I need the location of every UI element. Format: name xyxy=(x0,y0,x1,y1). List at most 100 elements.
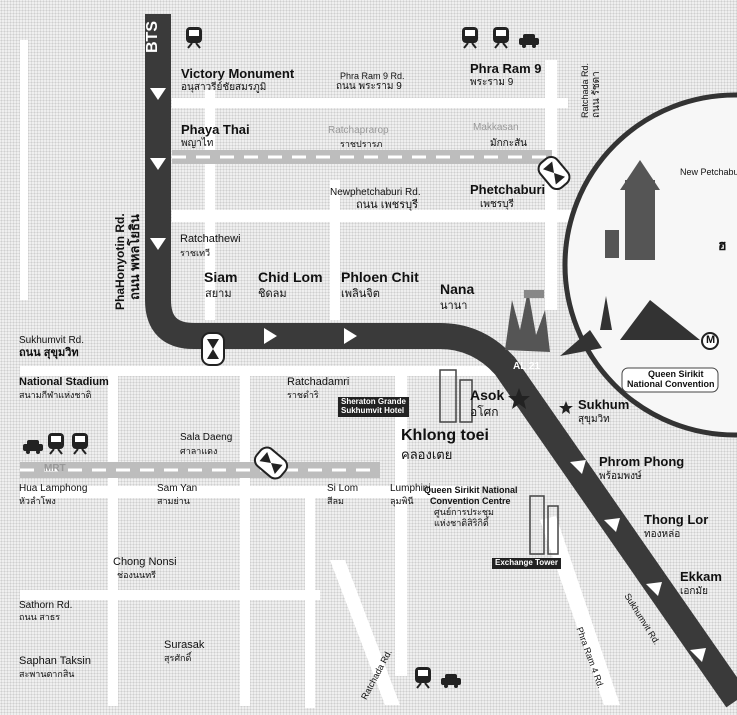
station-chid-lom: Chid Lom xyxy=(258,269,323,285)
train-icon xyxy=(413,666,433,695)
road-ratchada-top: Ratchada Rd. xyxy=(580,62,590,118)
station-ratchadamri-th: ราชดำริ xyxy=(287,390,319,400)
road-v5 xyxy=(395,376,407,676)
hourglass-markers xyxy=(201,155,571,480)
sheraton-label-line1: Sheraton Grande xyxy=(341,397,406,406)
road-sathorn xyxy=(20,590,320,600)
station-sala-daeng-th: ศาลาแดง xyxy=(180,446,218,456)
road-v6 xyxy=(305,498,315,708)
station-makkasan: Makkasan xyxy=(473,122,519,133)
arrow-5 xyxy=(344,328,357,344)
qsncc-label-en1: Queen Sirikit National xyxy=(424,485,518,495)
terminal-21-building xyxy=(505,290,550,352)
inset-top-label: New Petchaburi xyxy=(680,167,737,177)
station-phetchaburi-th: เพชรบุรี xyxy=(480,199,514,210)
road-ratchadamri-h xyxy=(20,366,510,376)
hourglass-marker xyxy=(537,155,571,191)
car-icon xyxy=(440,672,462,693)
station-phaya-thai-th: พญาไท xyxy=(181,138,214,149)
station-siam: Siam xyxy=(204,269,238,285)
station-sam-yan-th: สามย่าน xyxy=(157,496,190,506)
station-phrom-phong-th: พร้อมพงษ์ xyxy=(599,471,642,482)
train-icon xyxy=(460,26,480,55)
star-markers xyxy=(508,388,573,414)
arrow-3 xyxy=(150,238,166,250)
arrow-4 xyxy=(264,328,277,344)
road-top xyxy=(172,98,568,108)
arrow-1 xyxy=(150,88,166,100)
station-ratchaprarop: Ratchaprarop xyxy=(328,125,389,136)
road-sukhumvit-th: ถนน สุขุมวิท xyxy=(19,347,79,359)
station-phloen-chit-th: เพลินจิต xyxy=(341,288,380,300)
station-phrom-phong: Phrom Phong xyxy=(599,454,685,469)
road-sathorn: Sathorn Rd. xyxy=(19,600,73,611)
station-thong-lor: Thong Lor xyxy=(644,512,709,527)
road-phra-ram-9: Phra Ram 9 Rd. xyxy=(340,71,405,81)
station-hua-lamphong-th: หัวลำโพง xyxy=(19,496,56,506)
station-asok: Asok xyxy=(470,387,505,403)
hourglass-marker xyxy=(201,332,225,366)
station-nana-th: นานา xyxy=(440,300,468,312)
road-phayathai-v xyxy=(205,90,215,320)
train-icon xyxy=(491,26,511,55)
station-sam-yan: Sam Yan xyxy=(157,483,198,494)
bts-line xyxy=(145,14,737,708)
hourglass-marker xyxy=(253,446,289,480)
road-ratchada-top-th: ถนน รัชดา xyxy=(591,71,602,118)
qsncc-label-th1: ศูนย์การประชุม xyxy=(434,507,494,517)
interchange-21-label: AL 21 xyxy=(513,361,541,372)
road-ratchada-diag xyxy=(330,560,400,705)
station-ratchaprarop-th: ราชปรารภ xyxy=(340,139,383,149)
station-sukhumvit-th: สุขุมวิท xyxy=(578,414,610,425)
station-chong-nonsi-th: ช่องนนทรี xyxy=(117,570,156,580)
station-nana: Nana xyxy=(440,281,475,297)
station-chong-nonsi: Chong Nonsi xyxy=(113,556,177,568)
road-newphetchaburi xyxy=(172,210,592,222)
station-victory-monument-th: อนุสาวรีย์ชัยสมรภูมิ xyxy=(181,82,267,93)
station-hua-lamphong: Hua Lamphong xyxy=(19,483,88,494)
station-ratchathewi-th: ราชเทวี xyxy=(180,248,211,258)
station-makkasan-th: มักกะสัน xyxy=(490,138,528,149)
road-phahonyothin: PhaHonyotin Rd. xyxy=(113,213,127,310)
inset-letter-d: ฮ xyxy=(718,237,727,253)
arrow-7 xyxy=(604,518,620,532)
car-icon xyxy=(22,438,44,459)
station-national-stadium-th: สนามกีฬาแห่งชาติ xyxy=(19,390,92,400)
station-national-stadium: National Stadium xyxy=(19,376,109,388)
car-icon xyxy=(518,32,540,53)
station-surasak-th: สุรศักดิ์ xyxy=(164,653,192,663)
station-si-lom-th: สีลม xyxy=(327,496,344,506)
station-lumphini-th: ลุมพินี xyxy=(390,496,414,506)
station-phetchaburi: Phetchaburi xyxy=(470,182,546,197)
road-newphetchaburi: Newphetchaburi Rd. xyxy=(330,187,421,198)
line-arrows xyxy=(150,88,706,662)
station-sala-daeng: Sala Daeng xyxy=(180,432,233,443)
road-phahonyothin-th: ถนน พหลโยธิน xyxy=(127,214,142,300)
station-lumphini: Lumphini xyxy=(390,483,431,494)
road-phra-ram-9-th: ถนน พระราม 9 xyxy=(336,81,402,92)
road-v7 xyxy=(108,376,118,706)
station-phloen-chit: Phloen Chit xyxy=(341,269,419,285)
road-v4 xyxy=(240,376,250,706)
station-khlong-toei: Khlong toei xyxy=(401,427,489,444)
station-khlong-toei-th: คลองเตย xyxy=(401,447,453,462)
inset-letter-m: M xyxy=(706,334,716,346)
road-sathorn-th: ถนน สาธร xyxy=(19,612,61,622)
station-phra-ram-9-th: พระราม 9 xyxy=(470,77,514,88)
mrt-strip xyxy=(20,150,552,478)
qsncc-label-en2: Convention Centre xyxy=(430,496,511,506)
station-phaya-thai: Phaya Thai xyxy=(181,122,250,137)
sheraton-tower xyxy=(439,369,457,423)
arrow-6 xyxy=(570,460,586,474)
road-v2 xyxy=(330,180,340,320)
bts-line-label: BTS xyxy=(144,21,161,53)
qsncc-label-th2: แห่งชาติสิริกิติ์ xyxy=(434,518,489,528)
station-sukhumvit: Sukhum xyxy=(578,397,630,412)
inset-qsncc-line1: Queen Sirikit xyxy=(648,369,704,379)
asok-star xyxy=(508,388,530,409)
station-saphan-taksin-th: สะพานตากสิน xyxy=(19,669,75,679)
train-icon xyxy=(70,432,90,461)
roads xyxy=(20,40,620,708)
